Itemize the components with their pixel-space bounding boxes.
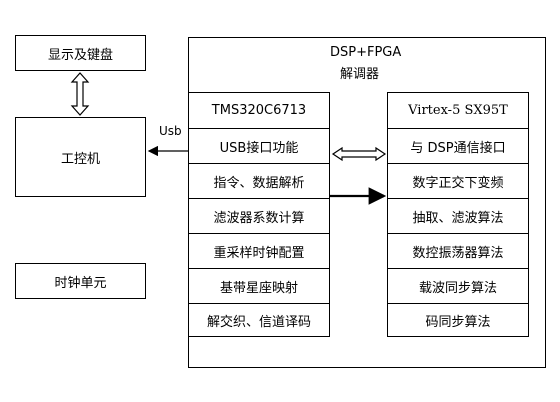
display-keyboard-label: 显示及键盘 xyxy=(47,47,113,63)
ipc-label: 工控机 xyxy=(60,151,100,167)
dsp-row: 解交织、信道译码 xyxy=(189,303,329,336)
fpga-row: 载波同步算法 xyxy=(388,268,528,303)
ipc-box: 工控机 xyxy=(15,117,146,197)
dsp-fpga-double-arrow xyxy=(331,146,387,162)
display-ipc-double-arrow xyxy=(70,72,90,116)
dsp-row: 基带星座映射 xyxy=(189,268,329,303)
display-keyboard-box: 显示及键盘 xyxy=(15,35,146,71)
fpga-row: 抽取、滤波算法 xyxy=(388,198,528,233)
fpga-box: Virtex-5 SX95T 与 DSP通信接口 数字正交下变频 抽取、滤波算法… xyxy=(387,92,529,337)
fpga-row: Virtex-5 SX95T xyxy=(408,103,508,118)
demodulator-title-line2: 解调器 xyxy=(340,67,380,82)
fpga-row: 数字正交下变频 xyxy=(388,163,528,198)
dsp-row: TMS320C6713 xyxy=(211,103,307,118)
clock-unit-box: 时钟单元 xyxy=(15,263,146,299)
dsp-row: 指令、数据解析 xyxy=(189,163,329,198)
clock-unit-label: 时钟单元 xyxy=(54,275,107,291)
demodulator-title-line1: DSP+FPGA xyxy=(330,45,402,60)
usb-label: Usb xyxy=(159,124,182,138)
dsp-row: 重采样时钟配置 xyxy=(189,233,329,268)
dsp-box: TMS320C6713 USB接口功能 指令、数据解析 滤波器系数计算 重采样时… xyxy=(188,92,330,337)
fpga-row: 码同步算法 xyxy=(388,303,528,336)
dsp-row: 滤波器系数计算 xyxy=(189,198,329,233)
fpga-row: 与 DSP通信接口 xyxy=(388,128,528,163)
fpga-row: 数控振荡器算法 xyxy=(388,233,528,268)
dsp-row: USB接口功能 xyxy=(189,128,329,163)
